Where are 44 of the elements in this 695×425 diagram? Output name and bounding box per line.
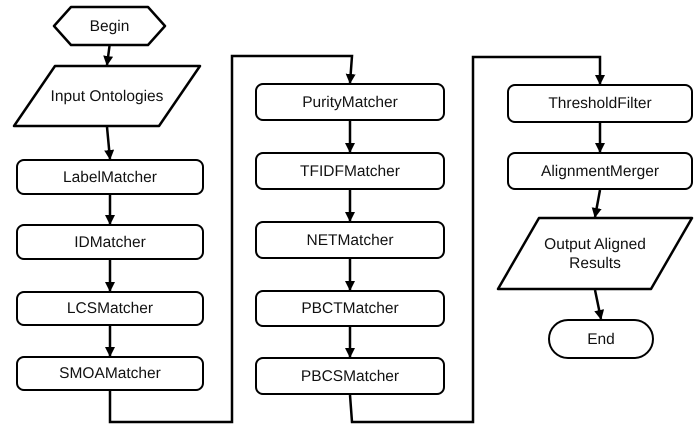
arrow xyxy=(345,121,355,153)
process-box xyxy=(507,84,693,123)
step-label: NETMatcher xyxy=(306,230,394,250)
end-terminator xyxy=(548,319,654,359)
step-label: End xyxy=(587,330,615,348)
step-label: SMOAMatcher xyxy=(59,364,161,383)
step-label: PBCTMatcher xyxy=(301,299,399,318)
arrow xyxy=(108,54,356,424)
arrow xyxy=(345,327,355,358)
process-box xyxy=(507,152,693,190)
process-box xyxy=(255,83,445,121)
input-output-parallelogram xyxy=(497,217,693,290)
arrow xyxy=(103,46,114,66)
process-box xyxy=(255,290,445,327)
arrow xyxy=(105,195,115,225)
process-box xyxy=(16,224,204,260)
process-box xyxy=(16,159,204,195)
process-box xyxy=(255,152,445,190)
step-label: Begin xyxy=(90,16,130,36)
step-label: AlignmentMerger xyxy=(540,162,660,180)
arrow xyxy=(105,260,115,292)
step-label: Input Ontologies xyxy=(50,86,164,106)
input-output-parallelogram xyxy=(13,65,201,127)
step-label: ThresholdFilter xyxy=(548,94,652,113)
arrow xyxy=(345,190,355,222)
arrow xyxy=(345,259,355,291)
step-label: IDMatcher xyxy=(74,232,146,252)
arrow xyxy=(592,190,602,218)
step-label: PBCSMatcher xyxy=(300,366,400,386)
step-label: Output Aligned Results xyxy=(543,234,647,272)
process-box xyxy=(16,291,204,326)
arrow xyxy=(348,56,605,424)
step-label: TFIDFMatcher xyxy=(300,162,400,180)
step-label: LCSMatcher xyxy=(66,299,154,318)
step-label: PurityMatcher xyxy=(302,92,398,112)
process-box xyxy=(16,356,204,391)
arrow xyxy=(594,290,604,320)
arrow xyxy=(104,126,114,160)
step-label: LabelMatcher xyxy=(63,168,157,186)
start-terminator xyxy=(53,6,166,46)
arrow xyxy=(595,123,605,153)
process-box xyxy=(255,221,445,259)
process-box xyxy=(255,357,445,395)
arrow xyxy=(105,326,115,357)
